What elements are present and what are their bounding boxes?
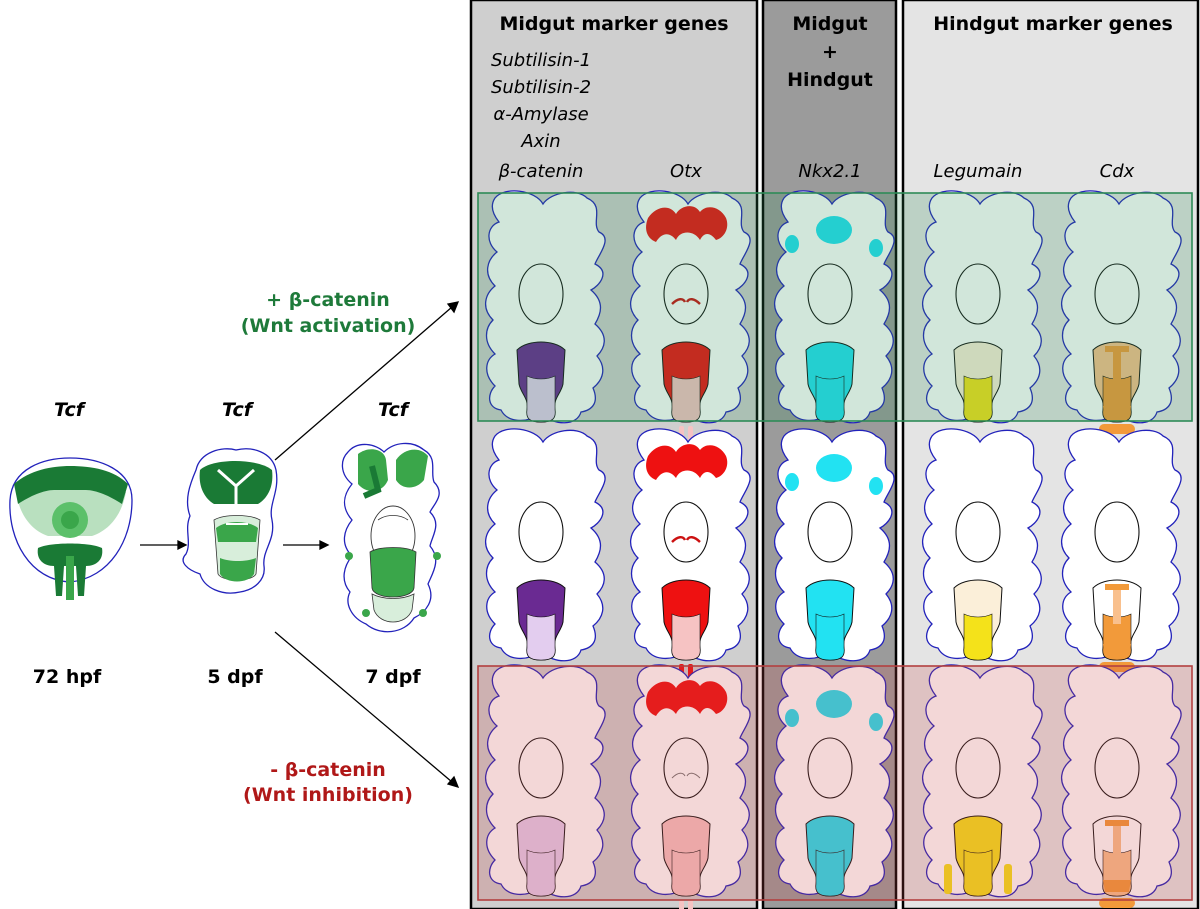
larva-control-cdx (1060, 428, 1182, 672)
midgut-gene-4: Axin (520, 131, 560, 152)
stage-label-72hpf: 72 hpf (33, 666, 102, 688)
embryo-72hpf (9, 457, 133, 600)
larva-inhibition-otx (629, 664, 751, 909)
activation-label-2: (Wnt activation) (241, 315, 416, 337)
larva-control-midgut-marker (484, 428, 606, 662)
midgut-gene-5: β-catenin (498, 161, 584, 182)
midgut-header: Midgut marker genes (499, 13, 728, 35)
cdx-label: Cdx (1100, 161, 1135, 182)
stage-label-7dpf: 7 dpf (365, 666, 421, 688)
larva-activation-midgut-marker (484, 190, 606, 424)
larva-activation-otx (629, 190, 751, 440)
tcf-label-3: Tcf (378, 399, 411, 421)
embryo-5dpf (182, 448, 278, 594)
both-header-3: Hindgut (787, 69, 873, 91)
inhibition-label-1: - β-catenin (270, 759, 386, 781)
nkx-label: Nkx2.1 (798, 161, 861, 182)
activation-band (477, 192, 1193, 422)
larva-control-legumain (921, 428, 1043, 662)
both-header-2: + (822, 41, 838, 63)
larva-control-otx (629, 428, 751, 678)
embryo-7dpf (341, 442, 441, 633)
midgut-gene-3: α-Amylase (493, 104, 588, 125)
hindgut-header: Hindgut marker genes (933, 13, 1173, 35)
activation-label-1: + β-catenin (266, 289, 390, 311)
larva-grid (484, 190, 1182, 909)
larva-activation-legumain (921, 190, 1043, 424)
larva-control-nkx21 (773, 428, 895, 662)
larva-inhibition-midgut-marker (484, 664, 606, 898)
otx-label: Otx (670, 161, 702, 182)
larva-inhibition-cdx (1060, 664, 1182, 908)
both-header-1: Midgut (792, 13, 867, 35)
tcf-label-2: Tcf (222, 399, 255, 421)
legumain-label: Legumain (934, 161, 1023, 182)
midgut-gene-2: Subtilisin-2 (491, 77, 591, 98)
larva-inhibition-legumain (921, 664, 1043, 898)
inhibition-label-2: (Wnt inhibition) (243, 784, 413, 806)
stage-label-5dpf: 5 dpf (207, 666, 263, 688)
midgut-gene-1: Subtilisin-1 (491, 50, 591, 71)
stage-arrows (140, 301, 460, 789)
larva-activation-cdx (1060, 190, 1182, 434)
larva-inhibition-nkx21 (773, 664, 895, 898)
inhibition-band (477, 665, 1193, 901)
tcf-label-1: Tcf (54, 399, 87, 421)
larva-activation-nkx21 (773, 190, 895, 424)
